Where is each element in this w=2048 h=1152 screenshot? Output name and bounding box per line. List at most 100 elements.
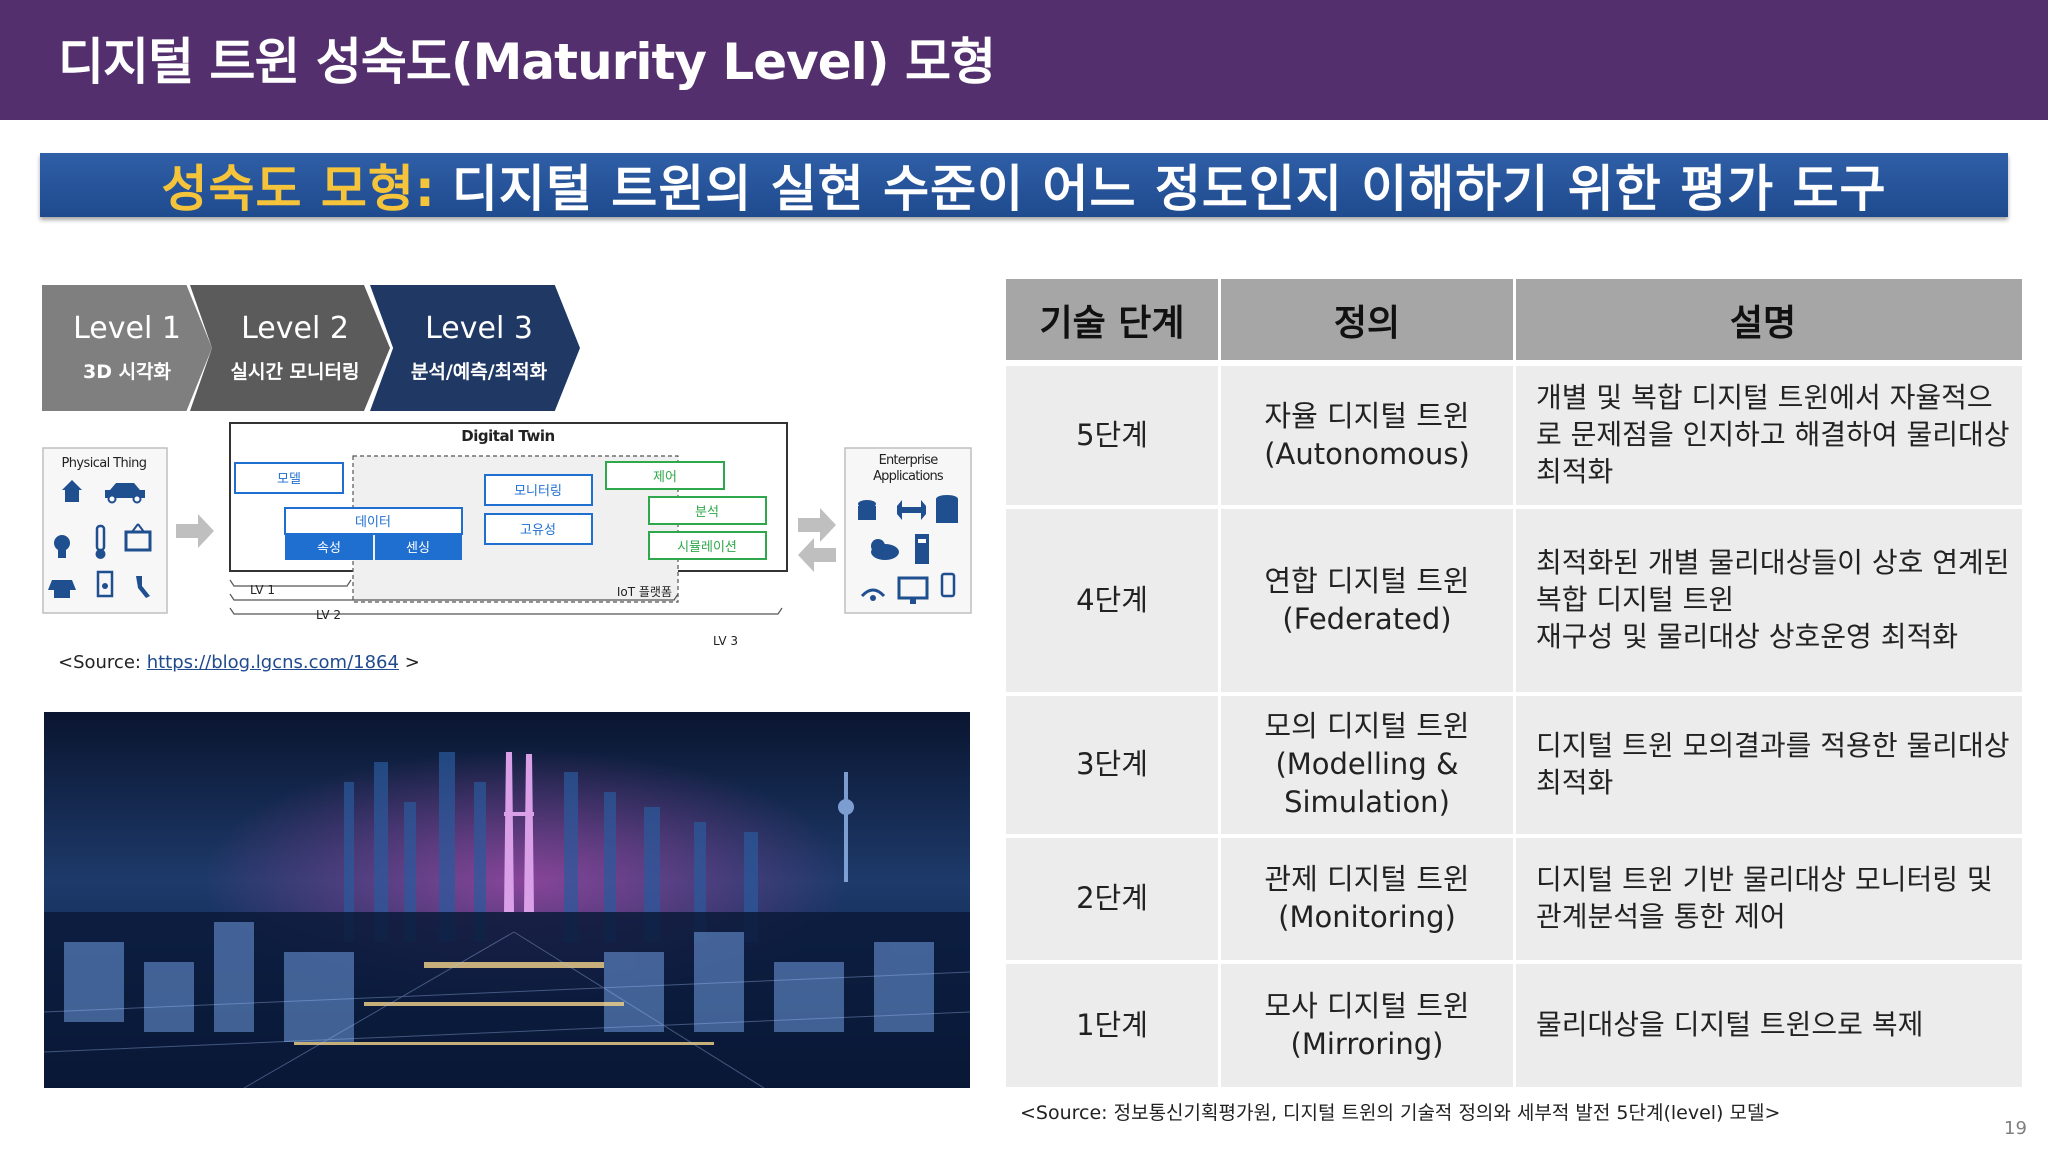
definition-ko: 자율 디지털 트윈 — [1264, 398, 1470, 433]
definition-en: (Mirroring) — [1290, 1026, 1444, 1061]
stage-cell: 4단계 — [1006, 509, 1218, 692]
description-cell: 디지털 트윈 기반 물리대상 모니터링 및 관계분석을 통한 제어 — [1516, 838, 2022, 960]
description-text: 최적화된 개별 물리대상들이 상호 연계된 복합 디지털 트윈 — [1536, 546, 2010, 617]
source-note-table: <Source: 정보통신기획평가원, 디지털 트윈의 기술적 정의와 세부적 … — [1020, 1102, 1781, 1124]
definition-cell: 관제 디지털 트윈(Monitoring) — [1221, 838, 1513, 960]
uniqueness-box — [484, 513, 593, 545]
lightbulb-icon — [54, 535, 70, 551]
description-text: 물리대상을 디지털 트윈으로 복제 — [1536, 1008, 1924, 1042]
definition-en: (Monitoring) — [1278, 900, 1456, 934]
enterprise-label-1: Enterprise — [879, 453, 939, 468]
level-3-chevron: Level 3 분석/예측/최적화 — [370, 285, 580, 411]
sensing-box — [375, 534, 462, 560]
definition-en: (Modelling & Simulation) — [1275, 747, 1459, 819]
simulation-box — [648, 531, 767, 560]
definition-cell: 모의 디지털 트윈(Modelling & Simulation) — [1221, 696, 1513, 834]
definition-ko: 모의 디지털 트윈 — [1264, 709, 1470, 744]
simulation-box-label: 시뮬레이션 — [677, 540, 737, 555]
stage-cell: 1단계 — [1006, 964, 1218, 1087]
level-2-subtitle: 실시간 모니터링 — [230, 361, 360, 383]
digital-twin-label: Digital Twin — [461, 427, 554, 445]
lv3-label: LV 3 — [713, 634, 738, 648]
description-cell: 디지털 트윈 모의결과를 적용한 물리대상 최적화 — [1516, 696, 2022, 834]
definition-ko: 모사 디지털 트윈 — [1264, 988, 1470, 1023]
car-icon — [105, 483, 145, 498]
table-row: 3단계 모의 디지털 트윈(Modelling & Simulation) 디지… — [1006, 696, 2022, 834]
house-icon — [62, 480, 82, 502]
physical-icons — [48, 480, 152, 598]
definition-en: (Autonomous) — [1264, 436, 1470, 471]
header-bar: 디지털 트윈 성숙도(Maturity Level) 모형 — [0, 0, 2048, 120]
control-box — [605, 461, 725, 490]
lv2-label: LV 2 — [316, 608, 341, 622]
level-brackets — [229, 579, 783, 615]
enterprise-icons — [858, 495, 958, 604]
arrow-left-icon — [798, 538, 836, 572]
tv-icon — [124, 530, 152, 552]
definition-ko: 관제 디지털 트윈 — [1264, 862, 1470, 897]
physical-thing-label: Physical Thing — [62, 456, 147, 471]
sensing-box-label: 센싱 — [406, 541, 430, 556]
level-3-title: Level 3 — [425, 311, 533, 346]
analysis-box-label: 분석 — [695, 505, 719, 520]
table-row: 5단계 자율 디지털 트윈(Autonomous) 개별 및 복합 디지털 트윈… — [1006, 366, 2022, 505]
phone-icon — [940, 572, 956, 598]
level-2-title: Level 2 — [241, 311, 349, 346]
page-number: 19 — [2004, 1118, 2027, 1139]
level-1-chevron: Level 1 3D 시각화 — [42, 285, 212, 411]
enterprise-panel — [844, 447, 972, 614]
definition-banner: 성숙도 모형: 디지털 트윈의 실현 수준이 어느 정도인지 이해하기 위한 평… — [40, 153, 2008, 218]
page-title: 디지털 트윈 성숙도(Maturity Level) 모형 — [58, 33, 996, 91]
definition-cell: 모사 디지털 트윈(Mirroring) — [1221, 964, 1513, 1087]
attribute-box — [285, 534, 373, 560]
analysis-box — [648, 496, 767, 525]
model-box-label: 모델 — [277, 472, 301, 487]
description-cell: 개별 및 복합 디지털 트윈에서 자율적으로 문제점을 인지하고 해결하여 물리… — [1516, 366, 2022, 505]
source1-prefix: <Source: — [58, 652, 147, 673]
digital-twin-diagram: Physical Thing Digital Twin IoT 플랫폼 — [42, 422, 972, 648]
model-box — [234, 462, 344, 494]
device-icon — [915, 534, 929, 564]
banner-prefix: 성숙도 모형: — [161, 160, 436, 218]
banner-text: 디지털 트윈의 실현 수준이 어느 정도인지 이해하기 위한 평가 도구 — [451, 160, 1887, 218]
description-text: 개별 및 복합 디지털 트윈에서 자율적으로 문제점을 인지하고 해결하여 물리… — [1536, 381, 2010, 488]
smart-city-night-photo — [44, 712, 970, 1088]
printer-icon — [48, 580, 76, 590]
iot-platform-label: IoT 플랫폼 — [617, 585, 672, 599]
stage-cell: 2단계 — [1006, 838, 1218, 960]
fridge-icon — [96, 570, 114, 598]
stage-cell: 3단계 — [1006, 696, 1218, 834]
description-cell: 물리대상을 디지털 트윈으로 복제 — [1516, 964, 2022, 1087]
header-definition: 정의 — [1221, 279, 1513, 360]
wifi-icon — [860, 588, 886, 598]
level-1-subtitle: 3D 시각화 — [82, 361, 172, 383]
header-description: 설명 — [1516, 279, 2022, 360]
level-1-title: Level 1 — [73, 311, 181, 346]
arrow-right-icon — [798, 508, 836, 542]
arrow-right-icon — [176, 514, 214, 548]
source1-link[interactable]: https://blog.lgcns.com/1864 — [146, 652, 399, 673]
level-3-subtitle: 분석/예측/최적화 — [410, 361, 548, 383]
data-box — [284, 507, 463, 535]
uniqueness-box-label: 고유성 — [520, 523, 556, 538]
description-text: 디지털 트윈 기반 물리대상 모니터링 및 관계분석을 통한 제어 — [1536, 863, 1993, 933]
attribute-box-label: 속성 — [317, 541, 341, 556]
table-header-row: 기술 단계 정의 설명 — [1006, 279, 2022, 360]
stage-cell: 5단계 — [1006, 366, 1218, 505]
level-2-chevron: Level 2 실시간 모니터링 — [190, 285, 390, 411]
definition-cell: 자율 디지털 트윈(Autonomous) — [1221, 366, 1513, 505]
lv1-label: LV 1 — [250, 583, 275, 597]
enterprise-label-2: Applications — [873, 469, 944, 484]
header-stage: 기술 단계 — [1006, 279, 1218, 360]
definition-ko: 연합 디지털 트윈 — [1264, 563, 1470, 598]
monitoring-box — [484, 474, 593, 506]
data-box-label: 데이터 — [355, 515, 391, 530]
definition-en: (Federated) — [1282, 601, 1452, 636]
source-note-diagram: <Source: https://blog.lgcns.com/1864 > — [58, 652, 420, 673]
source1-suffix: > — [398, 652, 420, 673]
table-row: 2단계 관제 디지털 트윈(Monitoring) 디지털 트윈 기반 물리대상… — [1006, 838, 2022, 960]
description-text-2: 재구성 및 물리대상 상호운영 최적화 — [1536, 619, 1959, 653]
control-box-label: 제어 — [653, 470, 677, 485]
description-text: 디지털 트윈 모의결과를 적용한 물리대상 최적화 — [1536, 729, 2010, 799]
